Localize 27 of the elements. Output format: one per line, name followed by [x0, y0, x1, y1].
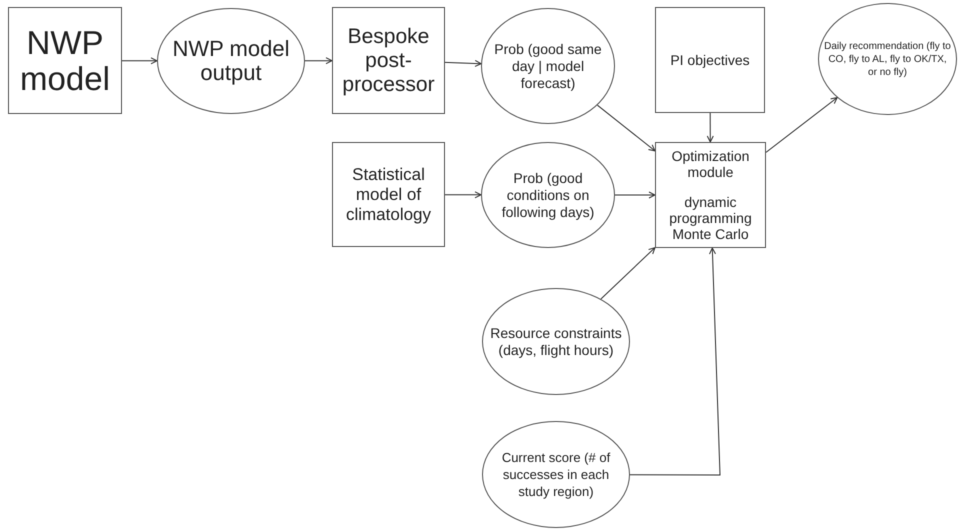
arrow — [596, 104, 656, 152]
arrow — [614, 192, 656, 198]
arrow — [122, 57, 158, 64]
node-label: Prob (good same day | model forecast) — [493, 40, 603, 92]
node-label: NWP model output — [172, 37, 290, 85]
arrow — [630, 248, 721, 476]
node-label: Daily recommendation (fly to CO, fly to AL, fly to OK/TX, or no fly) — [823, 40, 952, 78]
arrow — [444, 60, 482, 67]
node-label: Optimization module — [670, 148, 750, 180]
node-label: PI objectives — [670, 52, 750, 68]
node-label: dynamic programming Monte Carlo — [668, 194, 753, 242]
process-box — [8, 7, 122, 114]
node-label: Resource constraints (days, flight hours) — [489, 324, 623, 358]
process-box — [332, 142, 445, 247]
arrow — [706, 112, 714, 142]
node-label: Current score (# of successes in each study region) — [500, 449, 612, 500]
process-box — [655, 7, 765, 113]
arrow — [304, 57, 332, 64]
process-box — [332, 7, 445, 114]
node-label: NWP model — [19, 24, 111, 96]
arrow — [444, 191, 482, 198]
arrow — [600, 247, 656, 300]
process-box — [655, 142, 766, 248]
node-label: Prob (good conditions on following days) — [500, 170, 596, 220]
node-label: Bespoke post-processor — [341, 24, 436, 96]
node-label: Statistical model of climatology — [344, 164, 432, 224]
arrow — [766, 97, 838, 153]
